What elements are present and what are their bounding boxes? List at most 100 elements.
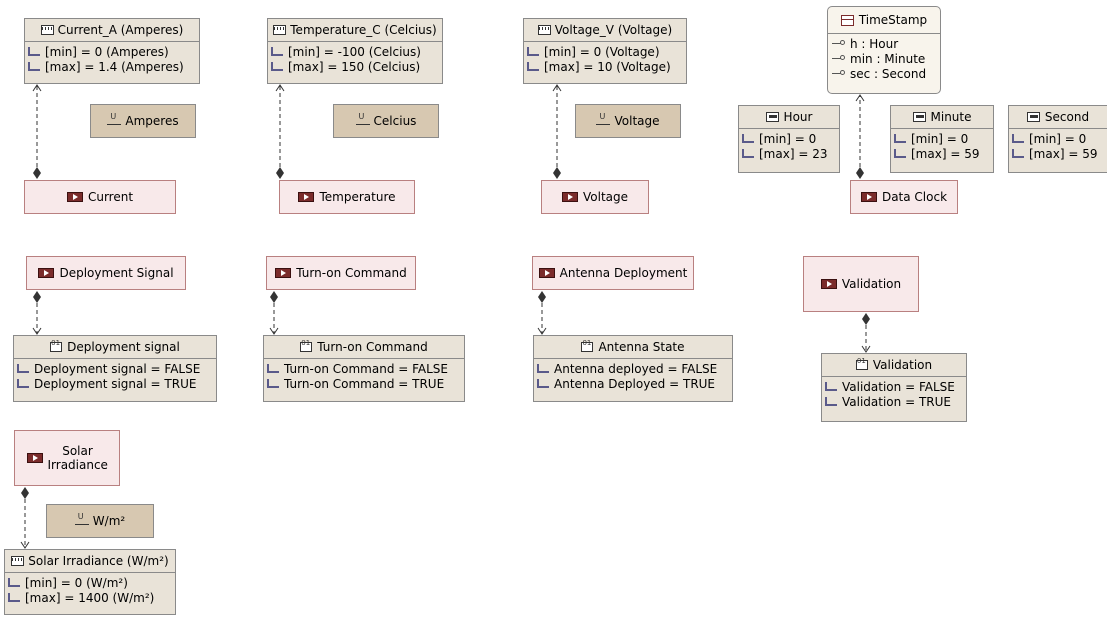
navigation-arrow xyxy=(32,327,42,335)
signal-solar-irradiance[interactable]: Solar Irradiance xyxy=(14,430,120,486)
numeric-type-header: Minute xyxy=(891,106,993,128)
max-literal-text: [max] = 150 (Celcius) xyxy=(288,59,421,74)
max-literal[interactable]: [max] = 1400 (W/m²) xyxy=(8,590,175,605)
literal-icon xyxy=(537,364,549,373)
signal-icon xyxy=(66,192,83,202)
signal-deployment[interactable]: Deployment Signal xyxy=(26,256,186,290)
unit-voltage[interactable]: Voltage xyxy=(575,104,681,138)
literal-icon xyxy=(894,134,906,143)
physical-type-title: Solar Irradiance (W/m²) xyxy=(28,554,169,568)
unit-label: Voltage xyxy=(614,114,660,128)
signal-icon xyxy=(538,268,555,278)
numeric-type-icon xyxy=(1026,112,1040,122)
navigation-arrow xyxy=(537,327,547,335)
physical-type-temperature[interactable]: Temperature_C (Celcius) [min] = -100 (Ce… xyxy=(267,18,443,84)
composition-diamond xyxy=(33,291,41,303)
numeric-type-title: Minute xyxy=(930,110,972,124)
link-solar-type xyxy=(20,487,30,549)
physical-type-solar-irradiance[interactable]: Solar Irradiance (W/m²) [min] = 0 (W/m²)… xyxy=(4,549,176,615)
class-property[interactable]: min : Minute xyxy=(832,51,940,66)
signal-voltage[interactable]: Voltage xyxy=(541,180,649,214)
physical-quantity-icon xyxy=(537,25,551,35)
composition-diamond xyxy=(862,313,870,325)
enum-deployment-signal[interactable]: Deployment signal Deployment signal = FA… xyxy=(13,335,217,402)
signal-label: Validation xyxy=(841,277,902,291)
signal-current[interactable]: Current xyxy=(24,180,176,214)
property-text: min : Minute xyxy=(850,51,926,66)
class-timestamp[interactable]: TimeStamp h : Hour min : Minute sec : Se… xyxy=(827,6,941,94)
enum-literal-text: Antenna deployed = FALSE xyxy=(554,361,718,376)
unit-amperes[interactable]: Amperes xyxy=(90,104,196,138)
enumeration-icon xyxy=(581,339,594,352)
max-literal[interactable]: [max] = 59 xyxy=(1012,146,1107,161)
signal-validation[interactable]: Validation xyxy=(803,256,919,312)
literal-icon xyxy=(537,379,549,388)
class-property[interactable]: h : Hour xyxy=(832,36,940,51)
enum-validation[interactable]: Validation Validation = FALSE Validation… xyxy=(821,353,967,422)
physical-type-current[interactable]: Current_A (Amperes) [min] = 0 (Amperes) … xyxy=(24,18,200,84)
property-icon xyxy=(832,69,846,77)
enum-literal[interactable]: Turn-on Command = FALSE xyxy=(267,361,464,376)
enum-literal[interactable]: Deployment signal = TRUE xyxy=(17,376,216,391)
min-literal[interactable]: [min] = 0 xyxy=(742,131,839,146)
physical-type-title: Voltage_V (Voltage) xyxy=(554,23,673,37)
enumeration-icon xyxy=(50,339,63,352)
enum-literal-text: Validation = FALSE xyxy=(842,379,955,394)
enum-literal[interactable]: Antenna deployed = FALSE xyxy=(537,361,732,376)
composition-diamond xyxy=(856,167,864,179)
enum-literal[interactable]: Antenna Deployed = TRUE xyxy=(537,376,732,391)
signal-temperature[interactable]: Temperature xyxy=(279,180,415,214)
max-literal[interactable]: [max] = 23 xyxy=(742,146,839,161)
enum-turn-on-command[interactable]: Turn-on Command Turn-on Command = FALSE … xyxy=(263,335,465,402)
literal-icon xyxy=(742,149,754,158)
enum-literal[interactable]: Turn-on Command = TRUE xyxy=(267,376,464,391)
unit-w-per-m2[interactable]: W/m² xyxy=(46,504,154,538)
max-literal-text: [max] = 1400 (W/m²) xyxy=(25,590,155,605)
min-literal[interactable]: [min] = 0 (Amperes) xyxy=(28,44,199,59)
enum-literal[interactable]: Validation = FALSE xyxy=(825,379,966,394)
enum-header: Validation xyxy=(822,354,966,376)
signal-label: Temperature xyxy=(319,190,396,204)
signal-turn-on-command[interactable]: Turn-on Command xyxy=(266,256,416,290)
navigation-arrow xyxy=(275,84,285,92)
numeric-type-minute[interactable]: Minute [min] = 0 [max] = 59 xyxy=(890,105,994,173)
min-literal[interactable]: [min] = -100 (Celcius) xyxy=(271,44,442,59)
min-literal[interactable]: [min] = 0 (W/m²) xyxy=(8,575,175,590)
enum-antenna-state[interactable]: Antenna State Antenna deployed = FALSE A… xyxy=(533,335,733,402)
physical-type-voltage[interactable]: Voltage_V (Voltage) [min] = 0 (Voltage) … xyxy=(523,18,687,84)
enum-literal[interactable]: Validation = TRUE xyxy=(825,394,966,409)
property-icon xyxy=(832,39,846,47)
signal-antenna-deployment[interactable]: Antenna Deployment xyxy=(532,256,694,290)
navigation-arrow xyxy=(861,345,871,353)
max-literal[interactable]: [max] = 150 (Celcius) xyxy=(271,59,442,74)
literal-icon xyxy=(825,397,837,406)
composition-diamond xyxy=(538,291,546,303)
navigation-arrow xyxy=(855,94,865,102)
property-icon xyxy=(832,54,846,62)
link-deployment-enum xyxy=(32,291,42,335)
unit-celcius[interactable]: Celcius xyxy=(333,104,439,138)
numeric-type-second[interactable]: Second [min] = 0 [max] = 59 xyxy=(1008,105,1107,173)
literal-icon xyxy=(28,62,40,71)
min-literal[interactable]: [min] = 0 xyxy=(1012,131,1107,146)
navigation-arrow xyxy=(269,327,279,335)
max-literal[interactable]: [max] = 10 (Voltage) xyxy=(527,59,686,74)
composition-diamond xyxy=(553,167,561,179)
min-literal-text: [min] = 0 (Voltage) xyxy=(544,44,660,59)
enum-literal[interactable]: Deployment signal = FALSE xyxy=(17,361,216,376)
max-literal[interactable]: [max] = 1.4 (Amperes) xyxy=(28,59,199,74)
numeric-type-header: Second xyxy=(1009,106,1107,128)
min-literal[interactable]: [min] = 0 xyxy=(894,131,993,146)
enum-title: Turn-on Command xyxy=(317,340,428,354)
property-text: h : Hour xyxy=(850,36,899,51)
class-icon xyxy=(840,14,854,26)
min-literal-text: [min] = -100 (Celcius) xyxy=(288,44,421,59)
signal-data-clock[interactable]: Data Clock xyxy=(850,180,958,214)
class-property[interactable]: sec : Second xyxy=(832,66,940,81)
max-literal[interactable]: [max] = 59 xyxy=(894,146,993,161)
enum-header: Antenna State xyxy=(534,336,732,358)
numeric-type-hour[interactable]: Hour [min] = 0 [max] = 23 xyxy=(738,105,840,173)
min-literal[interactable]: [min] = 0 (Voltage) xyxy=(527,44,686,59)
navigation-arrow xyxy=(552,84,562,92)
